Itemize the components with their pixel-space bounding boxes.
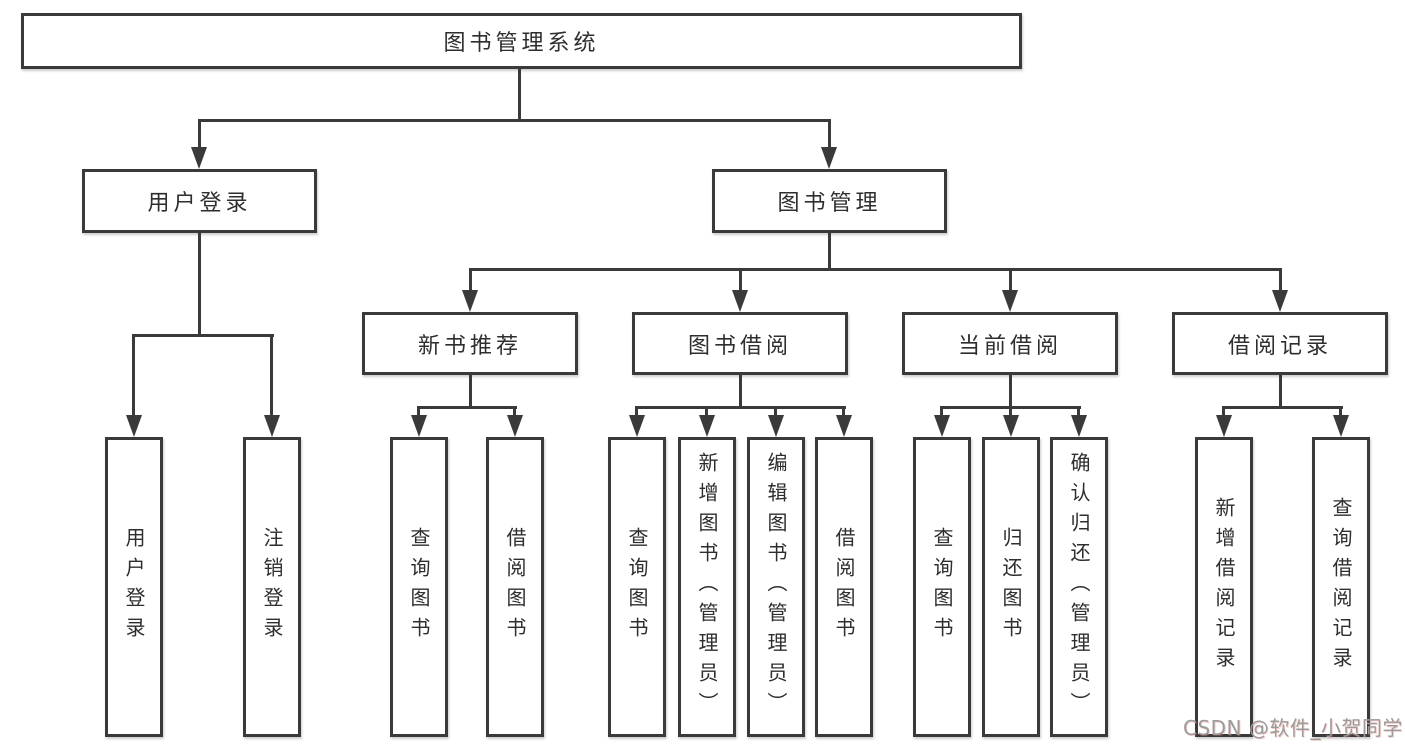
connector-stem <box>469 375 472 409</box>
arrow-down-icon <box>1002 290 1018 312</box>
leaf-query-books-recommend: 查询图书 <box>390 437 448 737</box>
node-label: 归还图书 <box>999 527 1023 647</box>
leaf-edit-book-admin: 编辑图书（管理员） <box>747 437 805 737</box>
leaf-query-books-current: 查询图书 <box>913 437 971 737</box>
leaf-add-book-admin: 新增图书（管理员） <box>678 437 736 737</box>
arrow-down-icon <box>411 415 427 437</box>
leaf-query-books-borrow: 查询图书 <box>608 437 666 737</box>
node-label: 查询图书 <box>930 527 954 647</box>
node-label: 查询借阅记录 <box>1329 497 1353 677</box>
node-label: 新书推荐 <box>417 333 522 359</box>
node-new-book-recommend: 新书推荐 <box>362 312 578 375</box>
connector-drop <box>940 406 943 416</box>
connector-stem <box>1009 375 1012 409</box>
connector-stem <box>1279 375 1282 409</box>
node-label: 查询图书 <box>407 527 431 647</box>
connector-book-management-stem <box>828 233 831 271</box>
node-library-management-system: 图书管理系统 <box>21 13 1022 69</box>
connector-drop <box>635 406 638 416</box>
node-label: 借阅图书 <box>832 527 856 647</box>
node-current-borrow: 当前借阅 <box>902 312 1118 375</box>
connector-branch-line <box>635 406 846 409</box>
node-label: 借阅图书 <box>503 527 527 647</box>
arrow-down-icon <box>699 415 715 437</box>
leaf-query-borrow-record: 查询借阅记录 <box>1312 437 1370 737</box>
connector-drop <box>1279 268 1282 293</box>
node-label: 确认归还（管理员） <box>1067 452 1091 722</box>
node-label: 图书借阅 <box>687 333 792 359</box>
leaf-borrow-books-recommend: 借阅图书 <box>486 437 544 737</box>
leaf-borrow-books: 借阅图书 <box>815 437 873 737</box>
node-label: 当前借阅 <box>957 333 1062 359</box>
leaf-user-login: 用户登录 <box>105 437 163 737</box>
connector-drop <box>132 334 135 415</box>
connector-drop <box>1077 406 1080 416</box>
connector-drop <box>739 268 742 293</box>
node-borrow-records: 借阅记录 <box>1172 312 1388 375</box>
leaf-logout-login: 注销登录 <box>243 437 301 737</box>
watermark: CSDN @软件_小贺同学 <box>1183 716 1403 740</box>
leaf-add-borrow-record: 新增借阅记录 <box>1195 437 1253 737</box>
connector-drop <box>270 334 273 415</box>
node-label: 编辑图书（管理员） <box>764 452 788 722</box>
leaf-return-book: 归还图书 <box>982 437 1040 737</box>
connector-root-branch-line <box>198 119 831 122</box>
node-label: 图书管理系统 <box>443 31 600 56</box>
connector-drop <box>842 406 845 416</box>
connector-drop <box>513 406 516 416</box>
connector-drop <box>1009 268 1012 293</box>
arrow-down-icon <box>1216 415 1232 437</box>
arrow-down-icon <box>732 290 748 312</box>
connector-drop <box>705 406 708 416</box>
arrow-down-icon <box>768 415 784 437</box>
arrow-down-icon <box>462 290 478 312</box>
arrow-down-icon <box>1003 415 1019 437</box>
node-label: 注销登录 <box>260 527 284 647</box>
arrow-down-icon <box>126 415 142 437</box>
node-label: 查询图书 <box>625 527 649 647</box>
connector-drop <box>1009 406 1012 416</box>
connector-user-login-drop <box>198 119 201 149</box>
node-label: 图书管理 <box>777 191 882 216</box>
connector-user-login-branch-line <box>132 334 274 337</box>
arrow-down-icon <box>934 415 950 437</box>
connector-drop <box>774 406 777 416</box>
node-book-borrow: 图书借阅 <box>632 312 848 375</box>
node-label: 用户登录 <box>122 527 146 647</box>
arrow-down-icon <box>821 147 837 169</box>
node-user-login: 用户登录 <box>82 169 317 233</box>
connector-drop <box>469 268 472 293</box>
arrow-down-icon <box>836 415 852 437</box>
connector-root-stem <box>518 69 521 122</box>
arrow-down-icon <box>1333 415 1349 437</box>
arrow-down-icon <box>629 415 645 437</box>
connector-branch-line <box>1222 406 1343 409</box>
connector-book-management-drop <box>828 119 831 149</box>
arrow-down-icon <box>191 147 207 169</box>
connector-drop <box>1222 406 1225 416</box>
arrow-down-icon <box>264 415 280 437</box>
node-label: 借阅记录 <box>1227 333 1332 359</box>
leaf-confirm-return-admin: 确认归还（管理员） <box>1050 437 1108 737</box>
node-label: 新增借阅记录 <box>1212 497 1236 677</box>
connector-user-login-stem <box>198 233 201 336</box>
connector-stem <box>739 375 742 409</box>
node-label: 新增图书（管理员） <box>695 452 719 722</box>
connector-drop <box>417 406 420 416</box>
arrow-down-icon <box>1272 290 1288 312</box>
connector-branch-line <box>417 406 517 409</box>
arrow-down-icon <box>1071 415 1087 437</box>
node-book-management: 图书管理 <box>712 169 947 233</box>
connector-book-management-branch-line <box>469 268 1282 271</box>
node-label: 用户登录 <box>147 191 252 216</box>
arrow-down-icon <box>507 415 523 437</box>
connector-drop <box>1339 406 1342 416</box>
